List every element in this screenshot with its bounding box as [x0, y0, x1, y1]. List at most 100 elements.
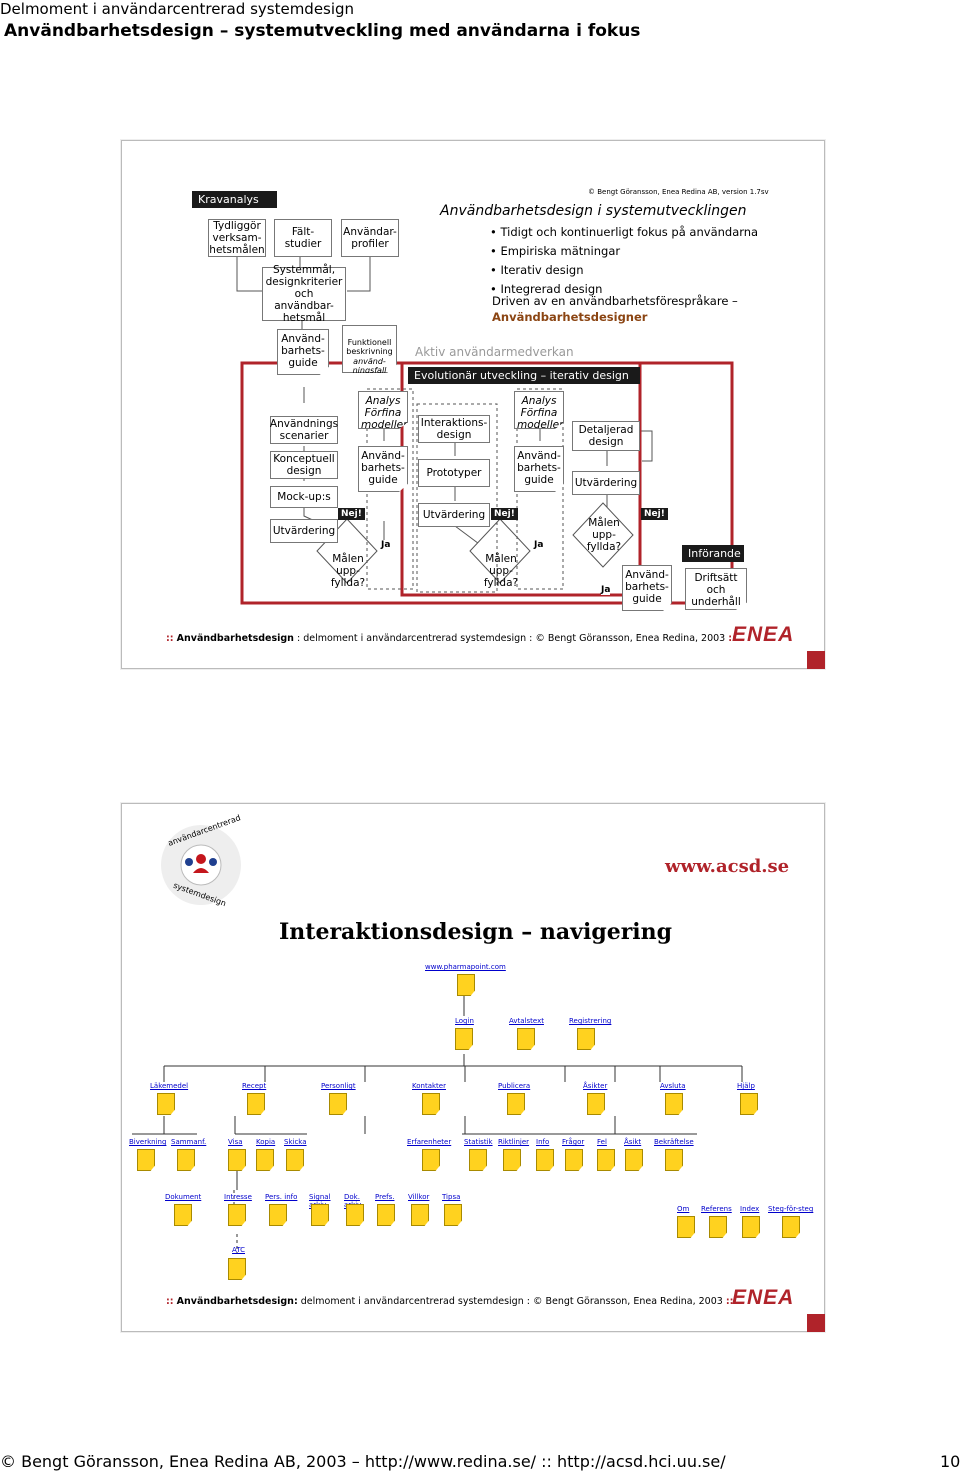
nav-link[interactable]: Åsikt	[624, 1138, 642, 1146]
nav-link[interactable]: Index	[740, 1205, 760, 1213]
bullet-item: Integrerad design	[490, 282, 758, 296]
page-note	[346, 1204, 364, 1226]
page-note	[677, 1216, 695, 1238]
nav-link[interactable]: Avsluta	[660, 1082, 686, 1090]
nav-link[interactable]: Visa	[228, 1138, 243, 1146]
slide-footer: :: Användbarhetsdesign: delmoment i anvä…	[166, 1296, 733, 1307]
slide-corner	[807, 651, 825, 669]
page-note	[517, 1028, 535, 1050]
nav-link[interactable]: Skicka	[284, 1138, 307, 1146]
nav-link[interactable]: Dokument	[165, 1193, 202, 1201]
nav-link[interactable]: Riktlinjer	[498, 1138, 530, 1146]
decision-diamond	[572, 502, 634, 568]
copyright-note: © Bengt Göransson, Enea Redina AB, versi…	[588, 188, 769, 196]
nav-link[interactable]: Kontakter	[412, 1082, 446, 1090]
page-note	[157, 1093, 175, 1115]
anvandarprofiler-box: Användar- profiler	[341, 219, 399, 257]
footer-dots: ::	[725, 1296, 734, 1307]
footer-copyright: © Bengt Göransson, Enea Redina AB, 2003 …	[0, 1452, 726, 1471]
footer-dots: ::	[166, 1296, 174, 1307]
page-note	[269, 1204, 287, 1226]
interaktionsdesign-box: Interaktions- design	[418, 415, 490, 443]
nav-link[interactable]: Erfarenheter	[407, 1138, 452, 1146]
page-note	[709, 1216, 727, 1238]
goals-met-label: Målen upp- fyllda?	[330, 553, 366, 590]
page-note	[286, 1149, 304, 1171]
nav-tree-lines	[132, 996, 743, 1254]
usability-guide-doc: Använd- barhets- guide	[622, 565, 672, 611]
page-note	[256, 1149, 274, 1171]
functional-description-doc: Funktionell beskrivning använd- ningsfal…	[342, 325, 397, 373]
nav-link[interactable]: ATC	[232, 1246, 245, 1254]
page-note	[507, 1093, 525, 1115]
slide-usability-process: © Bengt Göransson, Enea Redina AB, versi…	[121, 140, 825, 669]
nav-link[interactable]: Fel	[597, 1138, 607, 1146]
detaljerad-box: Detaljerad design	[572, 421, 640, 451]
nav-link[interactable]: Steg-för-steg	[768, 1205, 814, 1213]
no-label: Nej!	[338, 508, 365, 520]
evolutionary-label: Evolutionär utveckling – iterativ design	[408, 367, 640, 384]
page-note	[665, 1093, 683, 1115]
footer-text: delmoment i användarcentrerad systemdesi…	[300, 1296, 723, 1307]
page-note	[444, 1204, 462, 1226]
nav-link[interactable]: Login	[455, 1017, 474, 1025]
utvardering-box: Utvärdering	[418, 503, 490, 527]
nav-link[interactable]: Kopia	[256, 1138, 276, 1146]
footer-dots: ::	[728, 633, 736, 644]
document-title: Användbarhetsdesign – systemutveckling m…	[4, 21, 641, 41]
page-number: 10	[940, 1452, 960, 1471]
nav-link[interactable]: Referens	[701, 1205, 732, 1213]
page-note	[329, 1093, 347, 1115]
footer-bold: Användbarhetsdesign	[176, 633, 294, 644]
nav-link[interactable]: Prefs.	[375, 1193, 395, 1201]
site-url: www.acsd.se	[665, 856, 790, 877]
enea-logo: ENEA	[732, 623, 795, 646]
decision-diamond	[469, 518, 531, 584]
nav-link[interactable]: Villkor	[408, 1193, 430, 1201]
nav-link[interactable]: Registrering	[569, 1017, 612, 1025]
utvardering-box: Utvärdering	[572, 471, 640, 495]
konceptuell-box: Konceptuell design	[270, 451, 338, 479]
page-note	[469, 1149, 487, 1171]
prototyper-box: Prototyper	[418, 459, 490, 487]
nav-link[interactable]: Recept	[242, 1082, 267, 1090]
footer-text: : delmoment i användarcentrerad systemde…	[296, 633, 726, 644]
tydliggor-box: Tydliggör verksam- hetsmålen	[208, 219, 266, 257]
page-note	[665, 1149, 683, 1171]
nav-link[interactable]: Pers. info	[265, 1193, 298, 1201]
nav-link[interactable]: Info	[536, 1138, 550, 1146]
bullet-item: Tidigt och kontinuerligt fokus på använd…	[490, 225, 758, 239]
nav-link[interactable]: Publicera	[498, 1082, 531, 1090]
slide-navigation: användarcentrerad systemdesign www.acsd.…	[121, 803, 825, 1332]
goals-met-label: Målen upp- fyllda?	[483, 553, 519, 590]
nav-link[interactable]: Intresse	[224, 1193, 252, 1201]
nav-link[interactable]: Sammanf.	[171, 1138, 207, 1146]
yes-label: Ja	[381, 540, 391, 550]
page-note	[625, 1149, 643, 1171]
bullet-item: Empiriska mätningar	[490, 244, 758, 258]
nav-link[interactable]: Biverkning	[129, 1138, 167, 1146]
nav-link[interactable]: Bekräftelse	[654, 1138, 694, 1146]
nav-link[interactable]: Läkemedel	[150, 1082, 189, 1090]
nav-link[interactable]: Statistik	[464, 1138, 493, 1146]
nav-link[interactable]: Frågor	[562, 1138, 585, 1146]
no-label: Nej!	[641, 508, 668, 520]
nav-link[interactable]: Hjälp	[737, 1082, 755, 1090]
page-note	[422, 1093, 440, 1115]
nav-link[interactable]: Personligt	[321, 1082, 356, 1090]
enea-logo: ENEA	[732, 1286, 795, 1309]
nav-link[interactable]: Om	[677, 1205, 690, 1213]
page-note	[597, 1149, 615, 1171]
acsd-logo-icon	[161, 825, 241, 905]
nav-link[interactable]: Avtalstext	[509, 1017, 544, 1025]
page-note	[455, 1028, 473, 1050]
page-note	[587, 1093, 605, 1115]
utvardering-box: Utvärdering	[270, 519, 338, 543]
deploy-doc: Driftsätt och underhåll	[685, 568, 747, 610]
page-note	[422, 1149, 440, 1171]
kravanalys-label: Kravanalys	[192, 191, 277, 208]
nav-link[interactable]: Åsikter	[583, 1082, 608, 1090]
connector	[236, 257, 262, 292]
root-link[interactable]: www.pharmapoint.com	[425, 963, 506, 971]
nav-link[interactable]: Tipsa	[442, 1193, 461, 1201]
